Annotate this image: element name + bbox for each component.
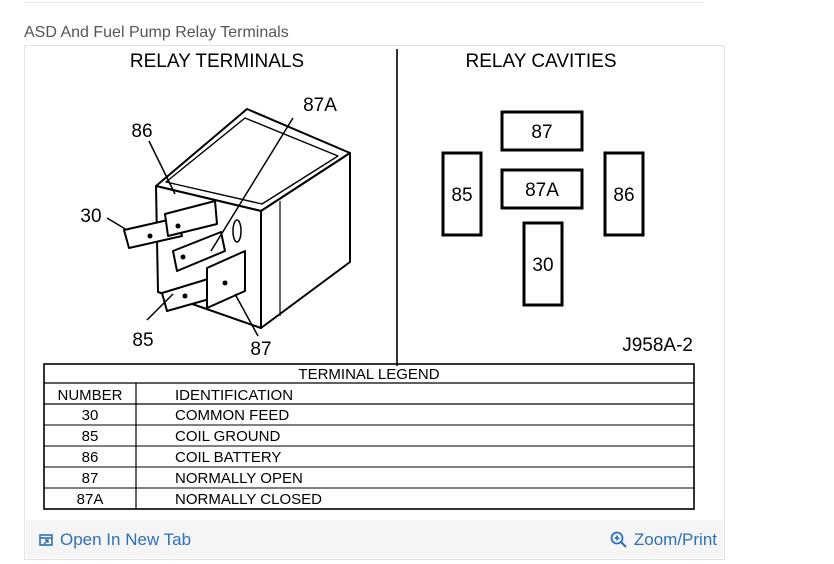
legend-row-identification: COIL GROUND (175, 428, 280, 445)
legend-row-identification: NORMALLY OPEN (175, 470, 303, 487)
legend-row-number: 30 (82, 407, 99, 424)
cavity-86-label: 86 (613, 185, 634, 206)
image-footer: Open In New Tab Zoom/Print (26, 520, 723, 558)
cavity-86 (603, 151, 645, 237)
top-divider (24, 2, 704, 3)
legend-row-identification: COIL BATTERY (175, 449, 281, 466)
callout-86: 86 (131, 121, 152, 142)
terminal-87a-blade (172, 231, 226, 272)
legend-row-number: 85 (82, 428, 99, 445)
terminal-legend-table (43, 363, 695, 510)
legend-row-number: 87 (82, 470, 99, 487)
callout-leaders (106, 117, 294, 337)
relay-terminals-heading: RELAY TERMINALS (130, 51, 304, 72)
relay-cavities-heading: RELAY CAVITIES (466, 51, 617, 72)
legend-header-identification: IDENTIFICATION (175, 387, 293, 404)
callout-30: 30 (80, 206, 101, 227)
legend-title: TERMINAL LEGEND (298, 366, 439, 383)
legend-row-identification: NORMALLY CLOSED (175, 491, 322, 508)
open-in-new-tab-label: Open In New Tab (60, 530, 192, 549)
relay-diagram: RELAY TERMINALS RELAY CAVITIES (43, 49, 695, 510)
legend-row-number: 86 (82, 449, 99, 466)
cavity-87-label: 87 (531, 122, 552, 143)
cavity-87 (500, 110, 584, 152)
diagram-frame: RELAY TERMINALS RELAY CAVITIES (24, 45, 725, 560)
figure-code: J958A-2 (622, 335, 693, 356)
open-in-new-tab-link[interactable]: Open In New Tab (38, 530, 191, 550)
cavity-boxes (441, 110, 645, 307)
cavity-30-label: 30 (532, 255, 553, 276)
legend-row-identification: COMMON FEED (175, 407, 289, 424)
page-title: ASD And Fuel Pump Relay Terminals (24, 24, 289, 41)
callout-85: 85 (132, 330, 153, 351)
cavity-87a (500, 168, 584, 210)
relay-top-rim (165, 117, 339, 205)
relay-mount-hole (232, 219, 242, 243)
callout-87a: 87A (303, 95, 337, 116)
zoom-print-link[interactable]: Zoom/Print (610, 530, 717, 550)
cavity-30 (522, 221, 564, 307)
cavity-85 (441, 151, 483, 237)
legend-header-number: NUMBER (57, 387, 122, 404)
zoom-in-icon (610, 531, 627, 548)
new-tab-icon (39, 534, 53, 546)
callout-87: 87 (250, 339, 271, 360)
relay-illustration (123, 108, 351, 329)
zoom-print-label: Zoom/Print (633, 530, 717, 549)
legend-row-number: 87A (77, 491, 104, 508)
cavity-87a-label: 87A (525, 180, 559, 201)
cavity-85-label: 85 (451, 185, 472, 206)
